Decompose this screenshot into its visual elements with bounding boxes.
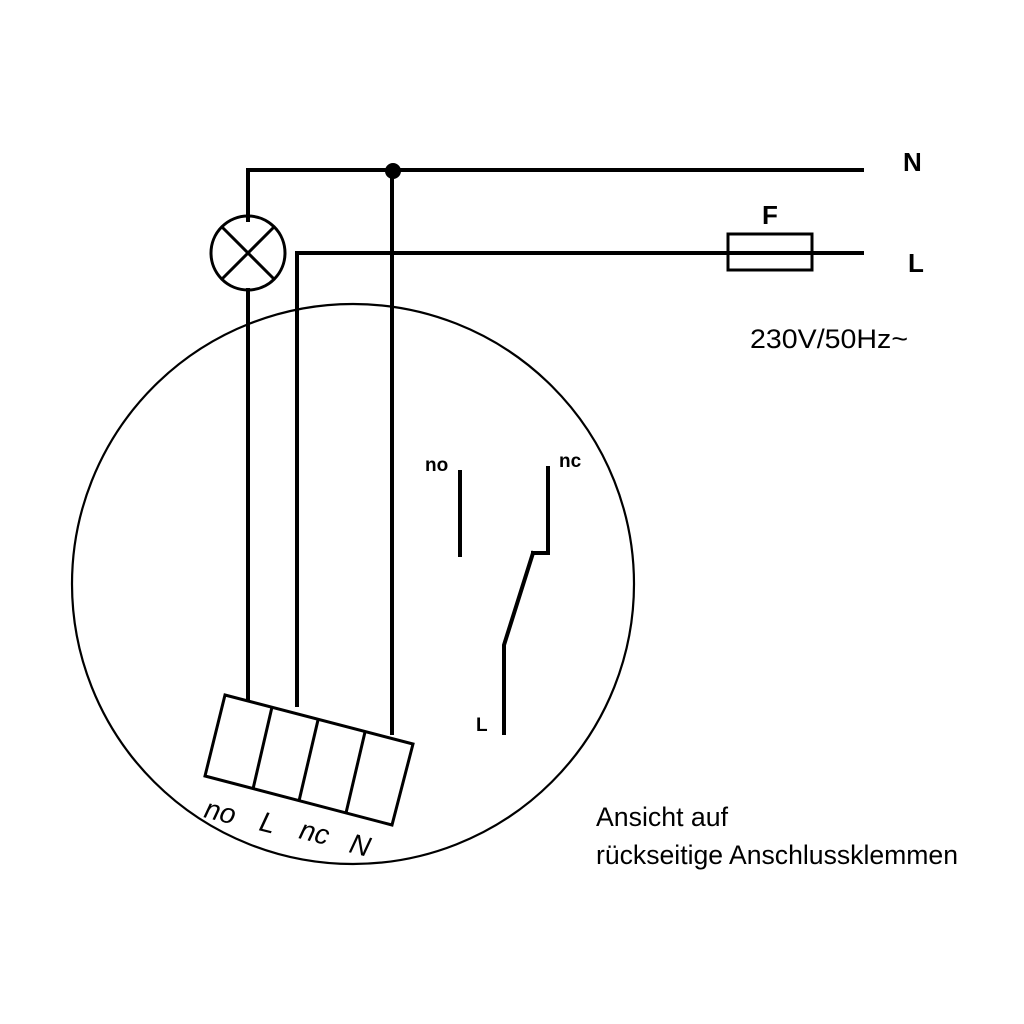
caption-line-2: rückseitige Anschlussklemmen (596, 840, 958, 870)
neutral-label: N (903, 147, 922, 177)
common-contact-blade (502, 550, 536, 735)
line-label: L (908, 248, 924, 278)
terminal-block (203, 693, 415, 827)
neutral-wire (246, 168, 864, 222)
switch-nc-label: nc (559, 451, 582, 472)
device-outline-circle (70, 302, 636, 866)
fuse-label: F (762, 200, 778, 230)
supply-voltage-label: 230V/50Hz~ (750, 324, 908, 354)
fuse-icon (726, 232, 814, 272)
changeover-switch-icon (458, 466, 550, 735)
terminal-label-n: N (347, 828, 375, 863)
switch-common-label: L (476, 715, 488, 736)
terminal-label-nc: nc (297, 814, 333, 851)
terminal-label-no: no (202, 793, 240, 831)
terminal-label-l: L (257, 806, 280, 840)
caption-line-1: Ansicht auf (596, 802, 728, 832)
switch-no-label: no (425, 455, 448, 476)
line-wire (295, 251, 729, 707)
nc-contact (531, 466, 550, 555)
lamp-icon (209, 214, 287, 292)
